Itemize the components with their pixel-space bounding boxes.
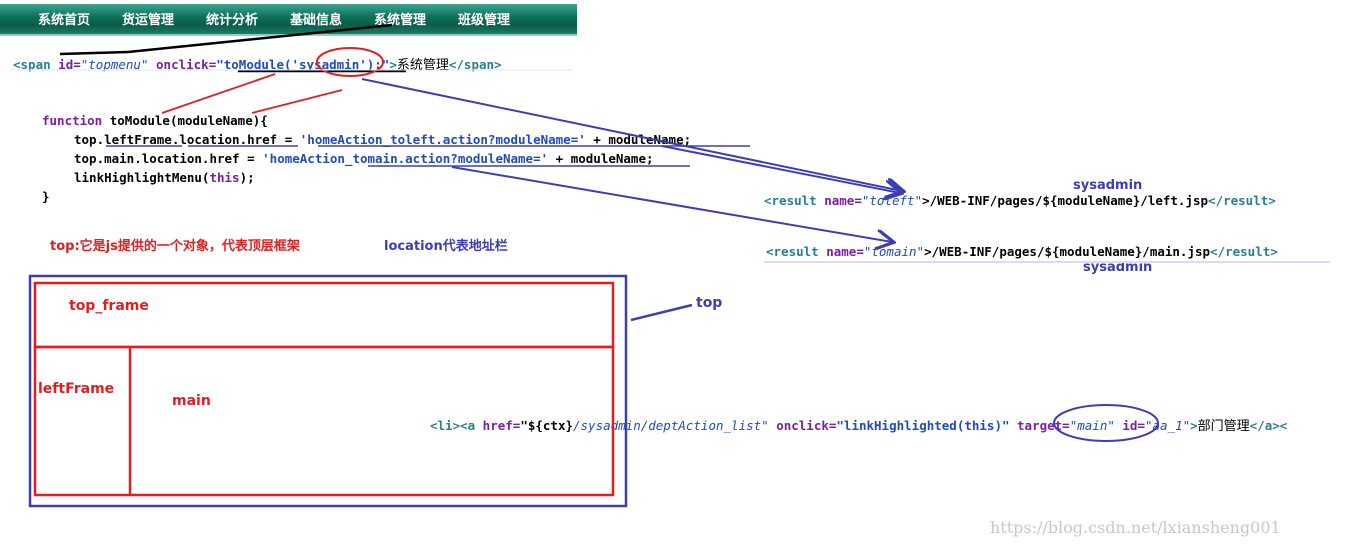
tomain-value: "tomain" xyxy=(863,244,925,259)
line2-concat: + moduleName; xyxy=(585,132,692,147)
this-keyword: this xyxy=(209,170,240,185)
li-open-tag: <li><a xyxy=(430,418,476,433)
red-connector-2 xyxy=(251,89,343,114)
result-toleft-line: <result name="toleft">/WEB-INF/pages/${m… xyxy=(764,193,1276,208)
id-attr: id= xyxy=(58,57,81,72)
li-gt: > xyxy=(1190,418,1198,433)
span-code-line: <span id="topmenu" onclick="toModule('sy… xyxy=(13,54,502,73)
href-ctx: "${ctx} xyxy=(520,418,573,433)
id-attr: id= xyxy=(1114,418,1145,433)
main-frame-label: main xyxy=(172,393,211,409)
main-href: top.main.location.href = xyxy=(74,151,263,166)
top-frame-box xyxy=(33,281,615,349)
nav-item-sysadmin[interactable]: 系统管理 xyxy=(374,13,427,28)
top-nav-bar: 系统首页 货运管理 统计分析 基础信息 系统管理 班级管理 xyxy=(0,4,577,36)
toleft-url: 'homeAction_toleft.action?moduleName=' xyxy=(299,132,586,147)
tomain-url: 'homeAction_tomain.action?moduleName=' xyxy=(262,151,549,166)
span-close-tag: </span> xyxy=(448,57,502,72)
top-pointer-line xyxy=(630,303,693,322)
target-value: "main" xyxy=(1069,418,1115,433)
left-jsp-path: >/WEB-INF/pages/${moduleName}/left.jsp xyxy=(922,193,1209,208)
top-object-note: top:它是js提供的一个对象，代表顶层框架 xyxy=(50,239,300,254)
red-connector-1 xyxy=(161,73,276,114)
href-path: /sysadmin/deptAction_list" xyxy=(573,418,769,433)
left-frame-label: leftFrame xyxy=(38,381,115,397)
href-attr: href= xyxy=(475,418,521,433)
nav-item-basic-info[interactable]: 基础信息 xyxy=(290,13,343,28)
js-function-code: function toModule(moduleName){ top.leftF… xyxy=(42,111,691,206)
onclick-value: "linkHighlighted(this)" xyxy=(836,418,1010,433)
toleft-value: "toleft" xyxy=(861,193,923,208)
onclick-attr: onclick= xyxy=(768,418,837,433)
js-line-3: top.main.location.href = 'homeAction_tom… xyxy=(42,149,691,168)
onclick-value: "toModule('sysadmin');" xyxy=(216,57,390,72)
js-line-1: function toModule(moduleName){ xyxy=(42,111,691,130)
top-frame-label: top_frame xyxy=(69,298,149,314)
name-attr: name= xyxy=(816,193,862,208)
top-label: top xyxy=(696,295,723,311)
span-gt: > xyxy=(389,57,397,72)
target-attr: target= xyxy=(1009,418,1070,433)
span-open-tag: <span xyxy=(13,57,51,72)
onclick-attr: onclick= xyxy=(156,57,217,72)
id-value: "topmenu" xyxy=(80,57,149,72)
nav-item-statistics[interactable]: 统计分析 xyxy=(206,13,259,28)
js-line-4: linkHighlightMenu(this); xyxy=(42,168,691,187)
nav-item-class[interactable]: 班级管理 xyxy=(458,13,511,28)
result-close-tag: </result> xyxy=(1208,193,1276,208)
function-keyword: function xyxy=(42,113,103,128)
name-attr: name= xyxy=(818,244,864,259)
js-line-5: } xyxy=(42,187,691,206)
nav-item-home[interactable]: 系统首页 xyxy=(38,13,91,28)
dept-manage-text: 部门管理 xyxy=(1197,419,1250,434)
result-open-tag: <result xyxy=(764,193,817,208)
function-signature: toModule(moduleName){ xyxy=(102,113,268,128)
main-jsp-path: >/WEB-INF/pages/${moduleName}/main.jsp xyxy=(924,244,1211,259)
li-anchor-line: <li><a href="${ctx}/sysadmin/deptAction_… xyxy=(430,415,1287,434)
line3-concat: + moduleName; xyxy=(548,151,654,166)
closing-brace: } xyxy=(42,189,50,204)
id-value: "aa_1" xyxy=(1144,418,1191,433)
span-text: 系统管理 xyxy=(396,58,449,73)
leftframe-href: top.leftFrame.location.href = xyxy=(74,132,300,147)
result-tomain-line: <result name="tomain">/WEB-INF/pages/${m… xyxy=(766,244,1278,259)
highlight-call-end: ); xyxy=(239,170,255,185)
highlight-call: linkHighlightMenu( xyxy=(74,170,210,185)
li-close-tag: </a>< xyxy=(1249,418,1288,433)
nav-item-freight[interactable]: 货运管理 xyxy=(122,13,175,28)
js-line-2: top.leftFrame.location.href = 'homeActio… xyxy=(42,130,691,149)
result-open-tag: <result xyxy=(766,244,819,259)
result-close-tag: </result> xyxy=(1210,244,1278,259)
watermark: https://blog.csdn.net/lxiansheng001 xyxy=(990,518,1281,537)
sysadmin-label-1: sysadmin xyxy=(1073,178,1143,193)
toleft-arrow xyxy=(661,145,900,193)
location-note: location代表地址栏 xyxy=(384,239,508,254)
sysadmin-label-2: sysadmin xyxy=(1083,260,1153,275)
